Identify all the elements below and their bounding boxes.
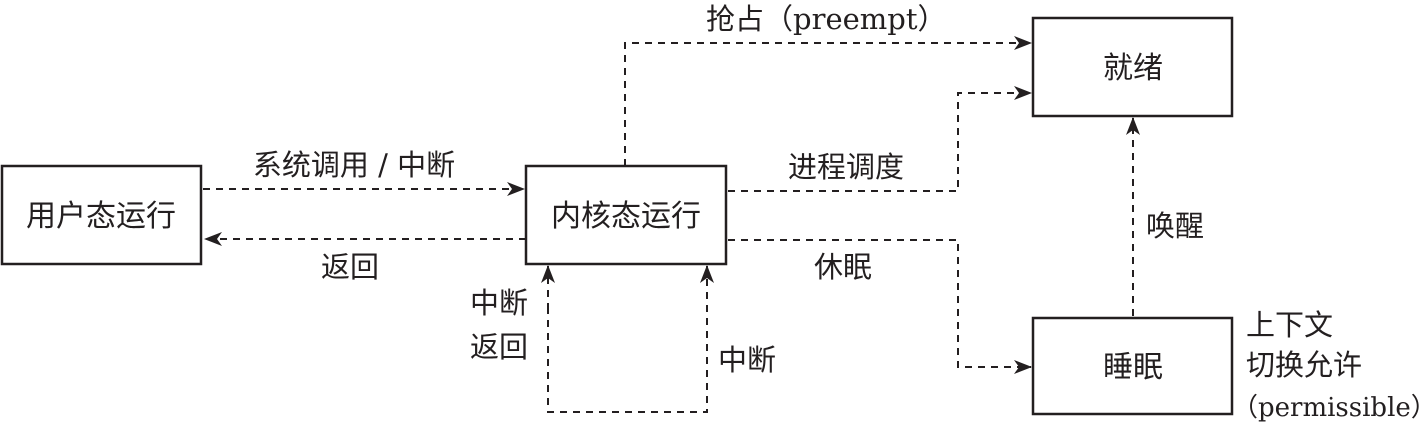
label-wakeup: 唤醒 <box>1146 209 1204 243</box>
context-switch-note: 上下文 切换允许 （permissible） <box>1232 308 1426 423</box>
label-sleep: 休眠 <box>814 250 872 284</box>
node-sleep: 睡眠 <box>1031 316 1234 416</box>
label-interrupt-return-line2: 返回 <box>470 330 528 364</box>
node-user-mode: 用户态运行 <box>0 164 203 266</box>
node-kernel-mode-label: 内核态运行 <box>551 199 701 234</box>
node-user-mode-label: 用户态运行 <box>26 199 176 234</box>
note-context-switch-line3: （permissible） <box>1232 393 1426 423</box>
node-ready: 就绪 <box>1031 16 1234 118</box>
label-syscall-interrupt: 系统调用 / 中断 <box>253 148 455 182</box>
note-context-switch-line1: 上下文 <box>1246 308 1333 342</box>
label-preempt-en: （preempt） <box>764 2 946 36</box>
node-ready-label: 就绪 <box>1103 51 1163 86</box>
label-schedule: 进程调度 <box>788 150 904 184</box>
edge-preempt <box>624 36 1032 166</box>
edges <box>203 36 1140 413</box>
label-preempt-cn: 抢占 <box>706 2 764 36</box>
edge-schedule <box>728 86 1032 192</box>
label-return: 返回 <box>321 250 379 284</box>
edge-sleep <box>728 239 1032 374</box>
node-sleep-label: 睡眠 <box>1103 350 1163 385</box>
node-kernel-mode: 内核态运行 <box>524 164 728 266</box>
label-preempt: 抢占（preempt） <box>706 2 946 36</box>
note-context-switch-line2: 切换允许 <box>1246 348 1362 382</box>
label-interrupt-return-line1: 中断 <box>470 286 528 320</box>
label-interrupt: 中断 <box>718 343 776 377</box>
edge-interrupt <box>547 265 714 413</box>
edge-labels: 系统调用 / 中断 返回 抢占（preempt） 进程调度 休眠 唤醒 中断 返… <box>253 2 1204 377</box>
